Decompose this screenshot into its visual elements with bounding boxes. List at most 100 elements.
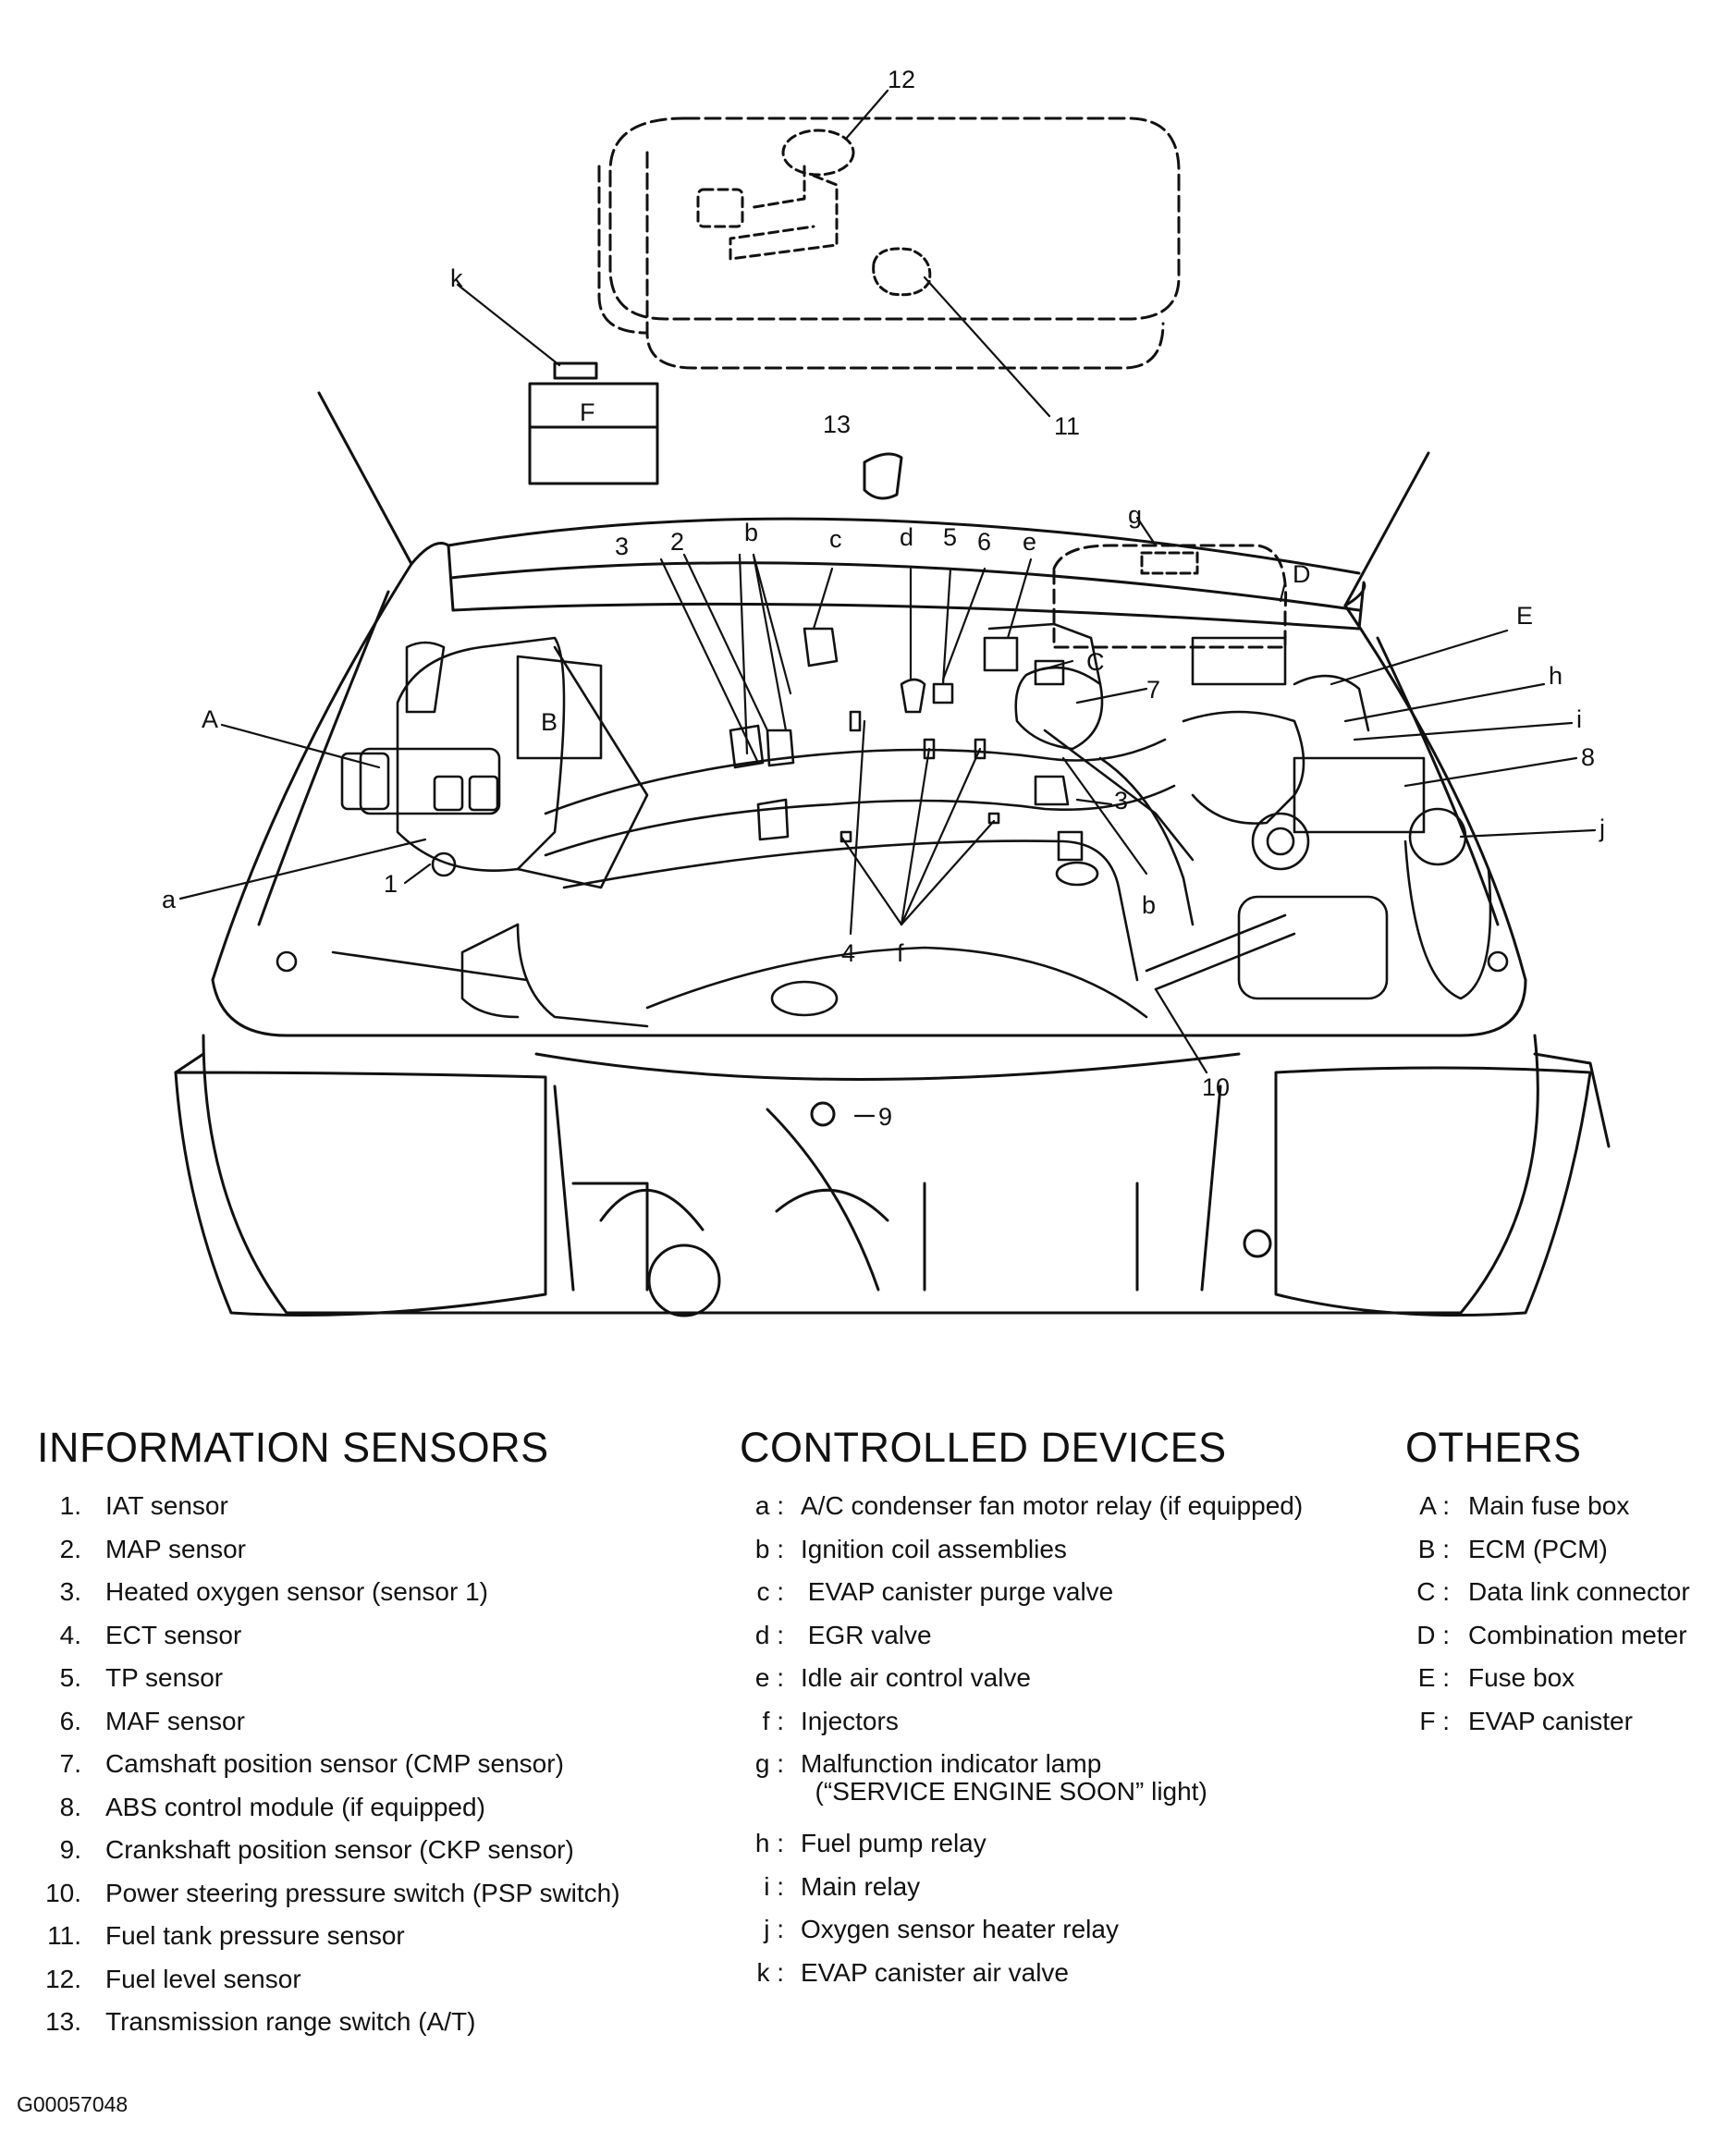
- legend-item: 13. Transmission range switch (A/T): [37, 2001, 620, 2044]
- callout-A: A: [202, 705, 218, 733]
- legend-key: 3.: [59, 1577, 81, 1606]
- callout-11: 11: [1054, 412, 1080, 440]
- legend-text: Fuel pump relay: [801, 1829, 987, 1857]
- callout-8: 8: [1581, 743, 1595, 771]
- legend-key: D :: [1416, 1620, 1450, 1649]
- information-sensors-title: INFORMATION SENSORS: [37, 1424, 549, 1471]
- legend-key: c :: [756, 1577, 784, 1606]
- fuel-tank-pressure-sensor: [872, 247, 932, 297]
- legend-text: Ignition coil assemblies: [801, 1534, 1067, 1563]
- legend-item: 7.Camshaft position sensor (CMP sensor): [37, 1743, 620, 1786]
- legend-key: k :: [756, 1957, 784, 1987]
- others-title: OTHERS: [1405, 1424, 1582, 1471]
- legend-key: 8.: [59, 1792, 81, 1821]
- legend-key: e :: [754, 1663, 784, 1692]
- legend-key: 2.: [59, 1534, 81, 1563]
- legend-key: 7.: [59, 1749, 81, 1778]
- legend-text: MAF sensor: [105, 1706, 245, 1735]
- callout-b-bottom: b: [1142, 891, 1156, 919]
- left-headlamp: [174, 1071, 547, 1317]
- legend-key: j :: [764, 1915, 784, 1943]
- legend-item: j : Oxygen sensor heater relay: [740, 1908, 1303, 1952]
- callout-D: D: [1293, 560, 1311, 588]
- legend-item: i :Main relay: [740, 1866, 1303, 1909]
- callout-c: c: [829, 525, 842, 553]
- legend-item: 1.IAT sensor: [37, 1485, 620, 1528]
- mil-lamp: [1140, 551, 1199, 575]
- legend-text: Malfunction indicator lamp (“SERVICE ENG…: [801, 1749, 1207, 1806]
- legend-text: Fuse box: [1468, 1663, 1575, 1692]
- legend-key: b :: [754, 1534, 784, 1563]
- legend-key: 5.: [59, 1663, 81, 1692]
- right-headlamp: [1274, 1066, 1592, 1317]
- legend-item: 6. MAF sensor: [37, 1700, 620, 1744]
- legend-item: C :Data link connector: [1405, 1571, 1689, 1614]
- callout-C: C: [1086, 648, 1105, 676]
- legend-key: 6.: [59, 1706, 81, 1735]
- legend-item: f :Injectors: [740, 1700, 1303, 1744]
- legend-key: 13.: [45, 2007, 81, 2036]
- callout-1: 1: [384, 870, 398, 898]
- legend-text: Combination meter: [1468, 1620, 1687, 1649]
- legend-text: Transmission range switch (A/T): [105, 2007, 476, 2036]
- legend-text: TP sensor: [105, 1663, 224, 1692]
- callout-E: E: [1516, 602, 1533, 630]
- callout-12: 12: [888, 66, 915, 93]
- legend-key: g :: [754, 1749, 784, 1778]
- callout-13: 13: [823, 410, 851, 438]
- legend-key: h :: [754, 1829, 784, 1857]
- legend-key: i :: [764, 1871, 784, 1901]
- engine-compartment-diagram: 12 k F 13 11 g b c d 5 6 e 3 2 D E C 7 h…: [162, 66, 1611, 1317]
- legend-item: B :ECM (PCM): [1405, 1528, 1690, 1572]
- legend-text: A/C condenser fan motor relay (if equipp…: [801, 1491, 1304, 1520]
- legend-text: ABS control module (if equipped): [105, 1792, 485, 1821]
- legend-item: 4. ECT sensor: [37, 1614, 620, 1658]
- callout-9: 9: [878, 1103, 892, 1131]
- callout-10: 10: [1202, 1073, 1230, 1101]
- legend-item: 11.Fuel tank pressure sensor: [37, 1915, 620, 1958]
- callout-a: a: [162, 886, 177, 913]
- legend-text: EVAP canister air valve: [801, 1957, 1069, 1987]
- legend-key: 4.: [59, 1620, 81, 1649]
- figure-code: G00057048: [17, 2092, 129, 2116]
- legend-key: C :: [1416, 1577, 1450, 1606]
- fuel-tank: [597, 116, 1181, 370]
- device-list: a :A/C condenser fan motor relay (if equ…: [740, 1485, 1303, 1994]
- engine-assembly: [276, 622, 1509, 1028]
- legend-item: E :Fuse box: [1405, 1657, 1690, 1700]
- legend-item: h : Fuel pump relay: [740, 1822, 1303, 1866]
- legend-text: Oxygen sensor heater relay: [801, 1915, 1119, 1943]
- legend-item: 12.Fuel level sensor: [37, 1958, 620, 2002]
- callout-j: j: [1599, 815, 1605, 842]
- legend-item: 9. Crankshaft position sensor (CKP sensor…: [37, 1829, 620, 1872]
- callout-3-top: 3: [615, 533, 629, 560]
- legend-text: Idle air control valve: [801, 1663, 1032, 1692]
- legend-text: Crankshaft position sensor (CKP sensor): [105, 1835, 574, 1864]
- legend-key: 9.: [59, 1835, 81, 1864]
- legend-text: Fuel level sensor: [105, 1964, 301, 1993]
- callout-5: 5: [943, 523, 957, 551]
- callout-e: e: [1023, 528, 1036, 556]
- legend-item: c : EVAP canister purge valve: [740, 1571, 1303, 1614]
- legend-item: F :EVAP canister: [1405, 1700, 1690, 1744]
- callout-6: 6: [977, 528, 991, 556]
- legend-key: A :: [1419, 1491, 1450, 1520]
- transmission-range-switch: [863, 452, 903, 500]
- callout-B: B: [541, 708, 558, 736]
- legend-text: ECT sensor: [105, 1620, 242, 1649]
- combination-meter: [1052, 544, 1288, 649]
- evap-canister-air-valve: [553, 361, 598, 380]
- legend-item: k : EVAP canister air valve: [740, 1952, 1303, 1995]
- callout-k: k: [450, 264, 463, 292]
- legend-text: IAT sensor: [105, 1491, 228, 1520]
- legend-key: B :: [1417, 1534, 1450, 1563]
- legend-item: 5. TP sensor: [37, 1657, 620, 1700]
- legend-text: EVAP canister purge valve: [801, 1577, 1114, 1606]
- legend-key: 11.: [47, 1921, 81, 1950]
- legend-text: EGR valve: [801, 1620, 932, 1649]
- legend-text: Injectors: [801, 1706, 899, 1735]
- callout-i: i: [1576, 705, 1582, 733]
